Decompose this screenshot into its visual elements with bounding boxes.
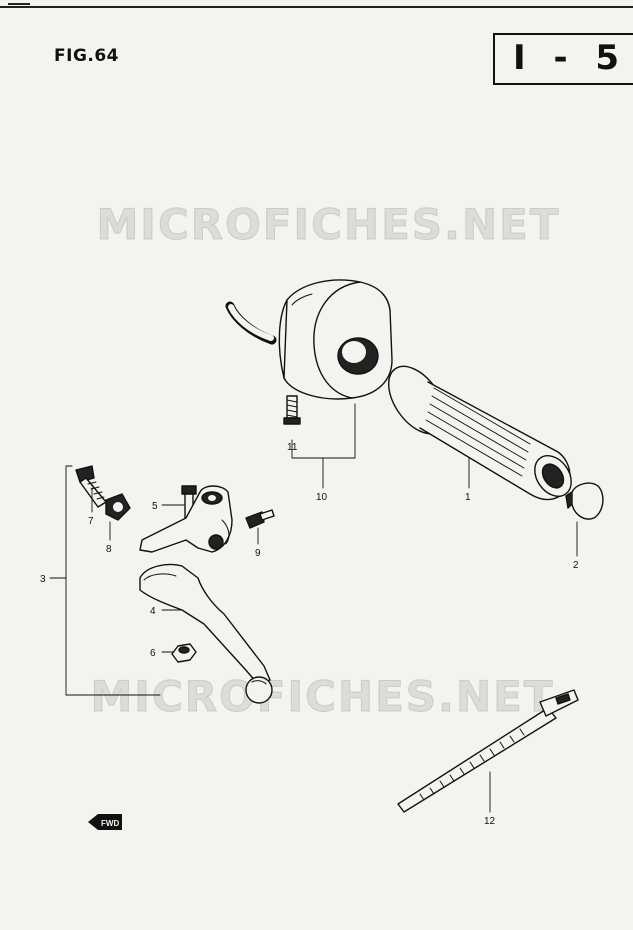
- section-code: I - 5: [513, 38, 628, 78]
- lever-holder-drawing: [139, 485, 233, 553]
- figure-label: FIG.64: [54, 46, 120, 66]
- cable-tie-drawing: [397, 689, 579, 813]
- small-screw-drawing: [245, 509, 275, 529]
- callout-9: 9: [255, 548, 261, 559]
- callout-12: 12: [484, 816, 496, 827]
- callout-3: 3: [40, 574, 46, 585]
- callout-11: 11: [287, 442, 298, 453]
- grip-drawing: [388, 365, 572, 501]
- adjuster-nut-drawing: [105, 493, 131, 521]
- callout-1: 1: [465, 492, 471, 503]
- callout-6: 6: [150, 648, 156, 659]
- callout-2: 2: [573, 560, 579, 571]
- handlebar-switch-drawing: [225, 279, 393, 400]
- section-box: [493, 33, 633, 85]
- callout-8: 8: [106, 544, 112, 555]
- callout-5: 5: [152, 501, 158, 512]
- clutch-lever-drawing: [139, 563, 273, 704]
- switch-screw-drawing: [283, 395, 301, 425]
- callout-10: 10: [316, 492, 328, 503]
- top-rule-short: [8, 3, 30, 5]
- callout-7: 7: [88, 516, 94, 527]
- watermark-bottom: MICROFICHES.NET: [90, 672, 555, 722]
- top-rule: [0, 6, 633, 8]
- fwd-arrow-marker: [88, 814, 122, 830]
- pivot-nut-drawing: [171, 643, 197, 663]
- holder-bolt-drawing: [75, 465, 107, 508]
- callout-4: 4: [150, 606, 156, 617]
- watermark-top: MICROFICHES.NET: [96, 200, 561, 250]
- grip-end-cap-drawing: [565, 482, 604, 520]
- leader-lines: [49, 403, 578, 813]
- fwd-marker-label: FWD: [101, 819, 119, 828]
